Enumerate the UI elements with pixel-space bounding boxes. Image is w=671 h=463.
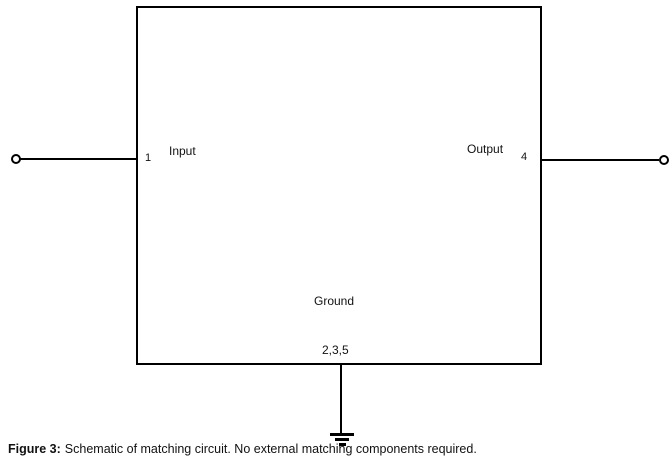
input-label: Input (169, 144, 196, 158)
figure-caption-text: Schematic of matching circuit. No extern… (64, 442, 477, 456)
ground-label: Ground (314, 294, 355, 308)
ground-bar-top (330, 433, 354, 436)
figure-caption-label: Figure 3: (8, 442, 61, 456)
input-wire (20, 158, 136, 160)
output-label: Output (467, 142, 504, 156)
ground-bar-bottom (339, 443, 346, 446)
output-pin-number: 4 (521, 151, 528, 163)
circuit-box (136, 6, 542, 365)
ground-bar-middle (335, 438, 349, 441)
input-pin-number: 1 (145, 152, 152, 164)
figure-caption: Figure 3:Schematic of matching circuit. … (8, 441, 477, 458)
ground-wire (340, 365, 342, 434)
ground-pin-numbers: 2,3,5 (322, 343, 349, 357)
output-wire (542, 159, 659, 161)
output-terminal-circle (659, 155, 669, 165)
